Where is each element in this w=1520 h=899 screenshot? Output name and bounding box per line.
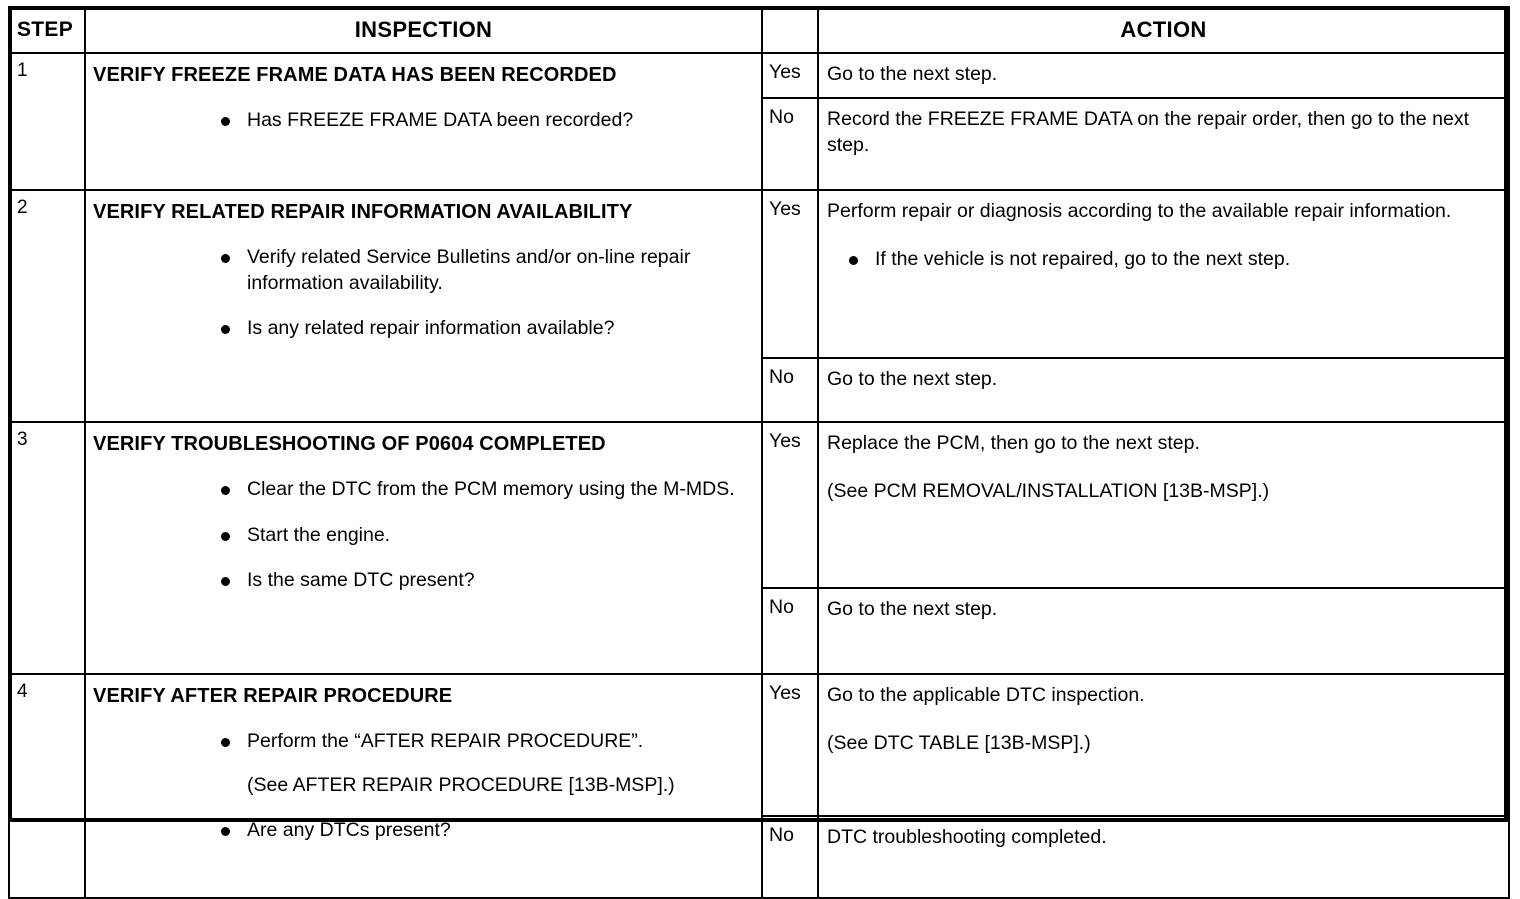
action-cell: Record the FREEZE FRAME DATA on the repa… [817, 97, 1510, 192]
branch-label-no: No [761, 587, 819, 676]
inspection-title: VERIFY FREEZE FRAME DATA HAS BEEN RECORD… [93, 64, 617, 86]
column-header-inspection: INSPECTION [84, 6, 763, 54]
inspection-cell: VERIFY TROUBLESHOOTING OF P0604 COMPLETE… [84, 421, 763, 676]
action-cell: Go to the next step. [817, 587, 1510, 676]
table-row: No Record the FREEZE FRAME DATA on the r… [9, 97, 1510, 192]
list-item: Is any related repair information availa… [214, 316, 751, 341]
branch-label-yes: Yes [761, 673, 819, 818]
action-text: Go to the next step. [827, 368, 998, 391]
step-number: 3 [8, 421, 86, 676]
action-text: Replace the PCM, then go to the next ste… [827, 432, 1200, 455]
diagnostic-flowchart-page: STEP INSPECTION ACTION 1 VERIFY FREEZE F… [8, 6, 1510, 899]
step-number: 2 [8, 189, 86, 424]
table-row: 2 VERIFY RELATED REPAIR INFORMATION AVAI… [8, 189, 1510, 424]
inspection-bullet-list: Verify related Service Bulletins and/or … [214, 245, 751, 341]
inspection-bullet-list: Clear the DTC from the PCM memory using … [214, 477, 751, 593]
action-reference: (See PCM REMOVAL/INSTALLATION [13B-MSP].… [827, 479, 1270, 502]
table-row: 4 VERIFY AFTER REPAIR PROCEDURE Perform … [8, 673, 1510, 899]
inspection-bullet-list: Has FREEZE FRAME DATA been recorded? [214, 108, 751, 133]
inspection-cell: VERIFY RELATED REPAIR INFORMATION AVAILA… [84, 189, 763, 424]
action-text: Go to the next step. [827, 598, 998, 621]
action-cell: Perform repair or diagnosis according to… [817, 189, 1510, 360]
branch-label-no: No [761, 97, 819, 192]
branch-label-yes: Yes [761, 421, 819, 590]
dtc-troubleshooting-table: STEP INSPECTION ACTION 1 VERIFY FREEZE F… [8, 6, 1510, 899]
inspection-bullet-list: Perform the “AFTER REPAIR PROCEDURE”. (S… [214, 729, 751, 843]
action-text: Perform repair or diagnosis according to… [827, 200, 1452, 223]
table-row: 3 VERIFY TROUBLESHOOTING OF P0604 COMPLE… [8, 421, 1510, 676]
table-row: 1 VERIFY FREEZE FRAME DATA HAS BEEN RECO… [8, 51, 1510, 192]
branch-label-no: No [761, 357, 819, 424]
action-cell: Go to the next step. [817, 51, 1510, 100]
step-number: 4 [8, 673, 86, 899]
action-cell: Replace the PCM, then go to the next ste… [817, 421, 1510, 590]
column-header-action: ACTION [817, 6, 1510, 54]
list-item: Verify related Service Bulletins and/or … [214, 245, 751, 296]
action-bullet-list: If the vehicle is not repaired, go to th… [827, 247, 1498, 272]
list-item: If the vehicle is not repaired, go to th… [827, 247, 1498, 272]
action-reference: (See DTC TABLE [13B-MSP].) [827, 731, 1091, 754]
table-row: No Go to the next step. [9, 357, 1510, 424]
action-cell: DTC troubleshooting completed. [817, 815, 1510, 899]
inspection-reference: (See AFTER REPAIR PROCEDURE [13B-MSP].) [247, 773, 675, 796]
list-item: Has FREEZE FRAME DATA been recorded? [214, 108, 751, 133]
inspection-cell: VERIFY FREEZE FRAME DATA HAS BEEN RECORD… [84, 51, 763, 192]
action-text: Go to the next step. [827, 63, 998, 85]
list-item-text: Perform the “AFTER REPAIR PROCEDURE”. [247, 730, 644, 753]
inspection-title: VERIFY TROUBLESHOOTING OF P0604 COMPLETE… [93, 433, 606, 456]
list-item: Clear the DTC from the PCM memory using … [214, 477, 751, 502]
step-number: 1 [8, 51, 86, 192]
action-cell: Go to the applicable DTC inspection. (Se… [817, 673, 1510, 818]
column-header-yesno [761, 6, 819, 54]
list-item: Are any DTCs present? [214, 818, 751, 843]
branch-label-yes: Yes [761, 189, 819, 360]
list-item: Start the engine. [214, 523, 751, 548]
column-header-step: STEP [8, 6, 86, 54]
table-row: No Go to the next step. [9, 587, 1510, 676]
action-text: Go to the applicable DTC inspection. [827, 684, 1145, 707]
inspection-title: VERIFY AFTER REPAIR PROCEDURE [93, 685, 453, 708]
action-text: Record the FREEZE FRAME DATA on the repa… [827, 108, 1469, 156]
table-header-row: STEP INSPECTION ACTION [8, 6, 1510, 54]
inspection-cell: VERIFY AFTER REPAIR PROCEDURE Perform th… [84, 673, 763, 899]
branch-label-no: No [761, 815, 819, 899]
action-cell: Go to the next step. [817, 357, 1510, 424]
action-text: DTC troubleshooting completed. [827, 826, 1107, 849]
inspection-title: VERIFY RELATED REPAIR INFORMATION AVAILA… [93, 201, 633, 224]
branch-label-yes: Yes [761, 51, 819, 100]
list-item: Perform the “AFTER REPAIR PROCEDURE”. (S… [214, 729, 751, 798]
list-item: Is the same DTC present? [214, 568, 751, 593]
